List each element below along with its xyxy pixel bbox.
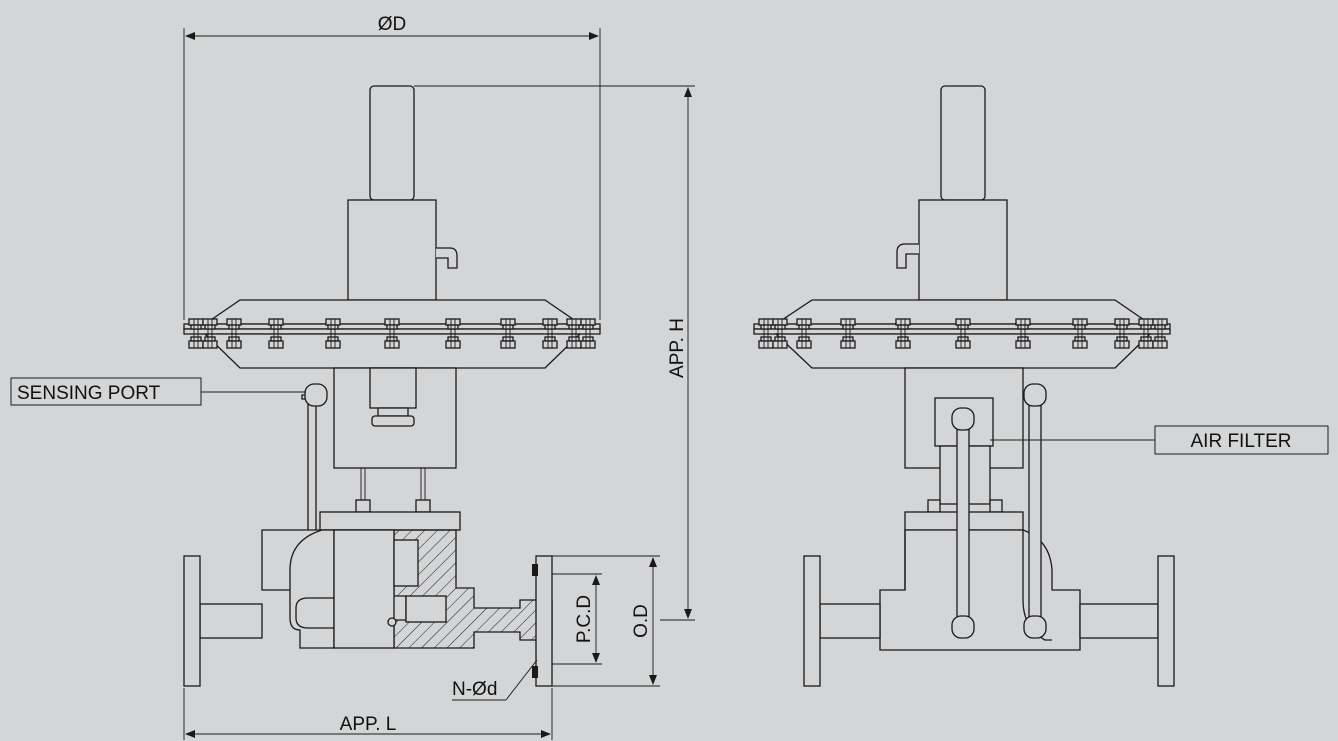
dimension-diameter: ØD [183, 14, 601, 320]
left-stem [369, 85, 415, 201]
right-inlet-pipe [819, 603, 881, 639]
right-outlet-flange [1157, 555, 1175, 687]
od-label: O.D [631, 604, 652, 638]
left-inlet-flange [183, 555, 201, 687]
right-body [879, 529, 1081, 651]
right-view [753, 85, 1175, 687]
left-bonnet-plate [319, 511, 461, 531]
left-hook [436, 247, 458, 269]
right-hook [896, 243, 919, 269]
left-outlet-flange [535, 555, 553, 687]
right-housing [918, 199, 1008, 301]
right-outlet-pipe [1079, 603, 1159, 639]
dimension-height: APP. H [414, 85, 695, 621]
pcd-label: P.C.D [574, 595, 595, 643]
right-tube-b [1028, 391, 1042, 631]
sensing-port-callout: SENSING PORT [10, 377, 306, 406]
dimension-length: APP. L [183, 688, 553, 740]
sensing-port-label: SENSING PORT [17, 383, 161, 404]
dimension-pcd: P.C.D [552, 573, 602, 665]
diameter-label: ØD [378, 14, 407, 35]
bolt-holes-callout: N-Ød [452, 659, 538, 701]
air-filter-label: AIR FILTER [1191, 431, 1292, 452]
left-inlet-pipe [199, 603, 263, 639]
bolt-holes-label: N-Ød [452, 679, 497, 700]
dimension-od: O.D [552, 555, 660, 687]
length-label: APP. L [340, 714, 397, 735]
air-filter-callout: AIR FILTER [990, 425, 1329, 455]
right-stem [940, 85, 986, 201]
left-view [183, 85, 601, 687]
right-tube-a [956, 419, 970, 631]
left-housing [347, 199, 437, 301]
height-label: APP. H [667, 318, 688, 378]
right-inlet-flange [803, 555, 821, 687]
